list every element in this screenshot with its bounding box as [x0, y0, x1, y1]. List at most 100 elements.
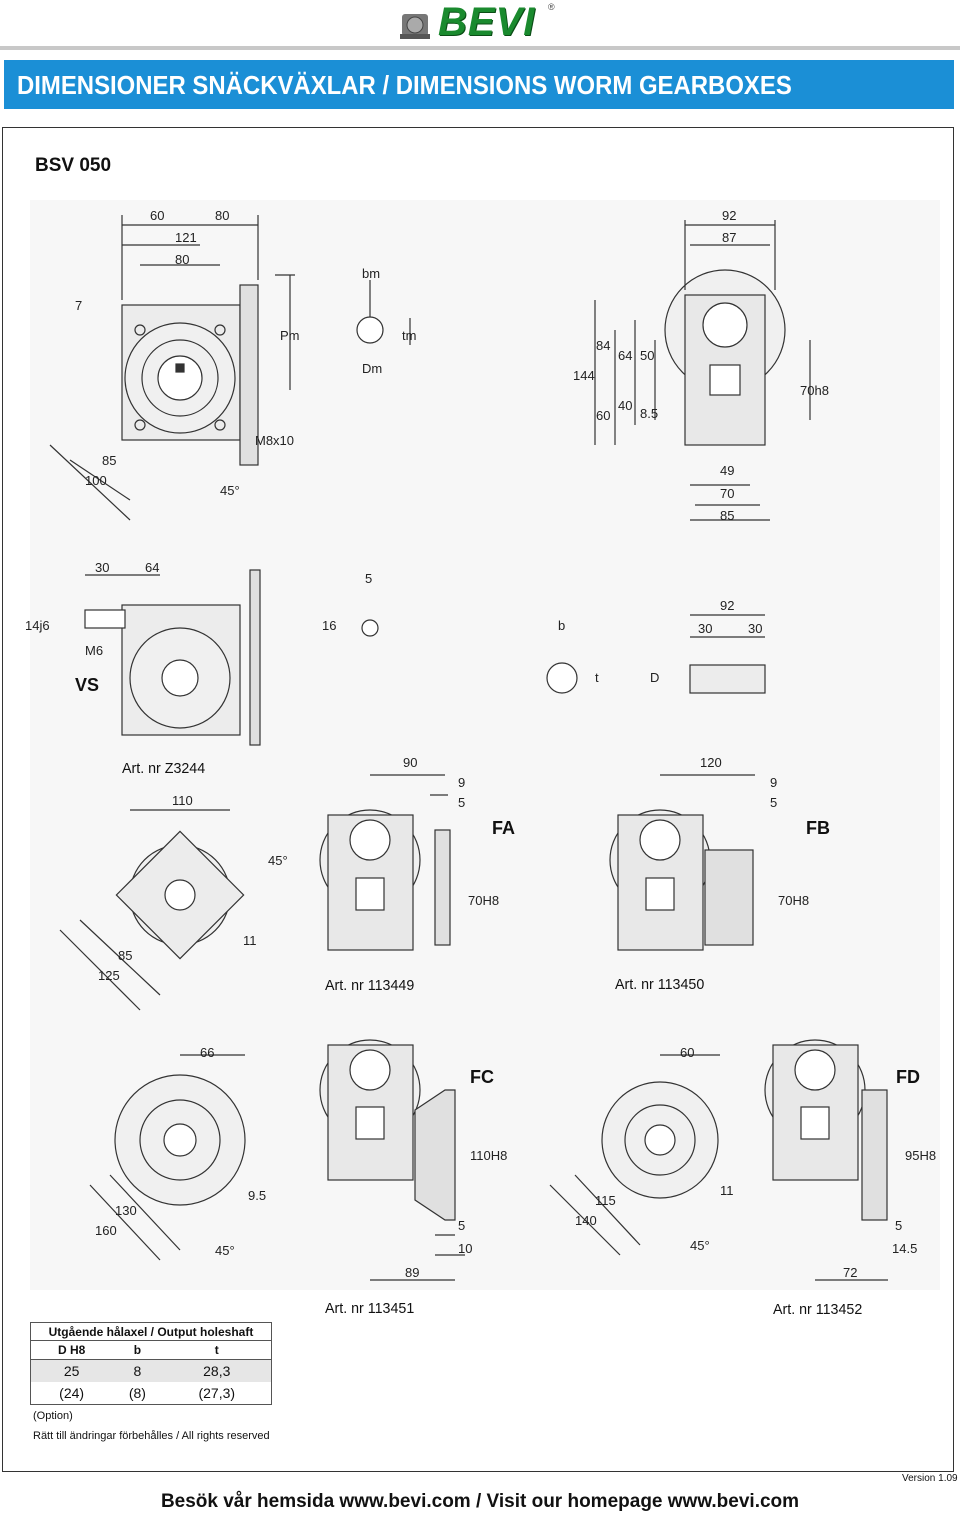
dim-text: 140: [575, 1213, 597, 1228]
table-cell: 28,3: [162, 1359, 272, 1382]
dim-text: 110H8: [470, 1148, 507, 1163]
fd-flange-view: [549, 1039, 888, 1281]
content-frame: [2, 127, 954, 1472]
front-view: [49, 215, 411, 521]
dim-text: 92: [722, 208, 736, 223]
dim-text: 121: [175, 230, 197, 245]
dim-text: 64: [618, 348, 632, 363]
dim-text: 125: [98, 968, 120, 983]
vs-view: [84, 569, 379, 746]
dim-text: 30: [748, 621, 762, 636]
shaft-view: [546, 614, 766, 694]
page-title: DIMENSIONER SNÄCKVÄXLAR / DIMENSIONS WOR…: [17, 70, 792, 100]
dim-text: 5: [458, 1218, 465, 1233]
art-nr-113449: Art. nr 113449: [325, 977, 415, 994]
dim-text: t: [595, 670, 599, 685]
dim-text: 9.5: [248, 1188, 266, 1203]
table-cell: (24): [30, 1382, 113, 1405]
label-vs: VS: [75, 675, 100, 695]
art-nr-113451: Art. nr 113451: [325, 1300, 415, 1317]
dim-text: 85: [118, 948, 132, 963]
dim-text: 70H8: [778, 893, 809, 908]
dim-text: 115: [595, 1193, 616, 1208]
logo-text: BEVI: [438, 0, 536, 44]
dim-text: 84: [596, 338, 610, 353]
dim-text: M6: [85, 643, 103, 658]
title-banner: DIMENSIONER SNÄCKVÄXLAR / DIMENSIONS WOR…: [4, 60, 954, 109]
dim-text: 66: [200, 1045, 214, 1060]
dim-text: 92: [720, 598, 734, 613]
dim-text: 5: [895, 1218, 902, 1233]
dim-text: 8.5: [640, 406, 658, 421]
table-row: (24) (8) (27,3): [30, 1382, 272, 1405]
table-caption: Utgående hålaxel / Output holeshaft: [30, 1322, 272, 1341]
label-fb: FB: [806, 818, 830, 838]
table-header: D H8: [30, 1340, 113, 1360]
dim-text: 89: [405, 1265, 419, 1280]
dim-text: 45°: [220, 483, 240, 498]
dim-text: 160: [95, 1223, 117, 1238]
label-fc: FC: [470, 1067, 494, 1087]
fb-flange-view: [609, 774, 755, 951]
dim-text: 10: [458, 1241, 472, 1256]
dim-text: 5: [365, 571, 372, 586]
dim-text: M8x10: [255, 433, 294, 448]
fc-flange-view: [89, 1039, 465, 1281]
dim-text: Pm: [280, 328, 300, 343]
label-fd: FD: [896, 1067, 920, 1087]
table-header: t: [162, 1340, 272, 1360]
art-nr-113450: Art. nr 113450: [615, 976, 705, 993]
technical-drawing: 60 80 121 80 7 85 100 45° M8x10 bm Dm tm…: [25, 200, 940, 1290]
side-view: [594, 220, 811, 521]
art-nr-113452: Art. nr 113452: [773, 1301, 863, 1318]
dim-text: 11: [243, 933, 257, 948]
dim-text: b: [558, 618, 565, 633]
dim-text: 7: [75, 298, 82, 313]
dim-text: 80: [215, 208, 229, 223]
version-label: Version 1.09: [902, 1473, 958, 1484]
dim-text: 70: [720, 486, 734, 501]
dim-text: 110: [172, 793, 193, 808]
dim-text: 144: [573, 368, 595, 383]
option-note: (Option): [33, 1410, 73, 1422]
dim-text: 5: [770, 795, 777, 810]
label-fa: FA: [492, 818, 516, 838]
dim-text: 30: [698, 621, 712, 636]
dim-text: 130: [115, 1203, 137, 1218]
dim-text: 16: [322, 618, 336, 633]
dim-text: 5: [458, 795, 465, 810]
table-row: 25 8 28,3: [30, 1359, 272, 1382]
rights-note: Rätt till ändringar förbehålles / All ri…: [33, 1430, 270, 1442]
dim-text: 60: [150, 208, 164, 223]
dim-text: 70H8: [468, 893, 499, 908]
table-cell: 8: [112, 1359, 163, 1382]
dim-text: 90: [403, 755, 417, 770]
dim-text: 72: [843, 1265, 857, 1280]
bevi-logo: BEVI ®: [398, 0, 558, 44]
dim-text: 45°: [268, 853, 288, 868]
holeshaft-table: Utgående hålaxel / Output holeshaft D H8…: [30, 1322, 272, 1405]
fa-flange-view: [59, 774, 451, 1011]
model-title: BSV 050: [35, 155, 112, 176]
dim-text: 45°: [215, 1243, 235, 1258]
dim-text: 85: [720, 508, 734, 523]
dim-text: 64: [145, 560, 159, 575]
header-rule: [0, 46, 960, 50]
dim-text: 60: [596, 408, 610, 423]
table-cell: (27,3): [162, 1382, 272, 1405]
dim-text: 100: [85, 473, 107, 488]
dim-text: 70h8: [800, 383, 829, 398]
dim-text: 30: [95, 560, 109, 575]
art-nr-z3244: Art. nr Z3244: [122, 760, 206, 777]
dim-text: 120: [700, 755, 722, 770]
logo-reg: ®: [548, 2, 555, 12]
dim-text: 45°: [690, 1238, 710, 1253]
footer-link[interactable]: Besök vår hemsida www.bevi.com / Visit o…: [160, 1491, 800, 1512]
dim-text: 60: [680, 1045, 694, 1060]
dim-text: tm: [402, 328, 416, 343]
table-cell: 25: [30, 1359, 113, 1382]
dim-text: 85: [102, 453, 116, 468]
dim-text: 80: [175, 252, 189, 267]
dim-text: 49: [720, 463, 734, 478]
motor-logo-icon: [400, 14, 430, 39]
